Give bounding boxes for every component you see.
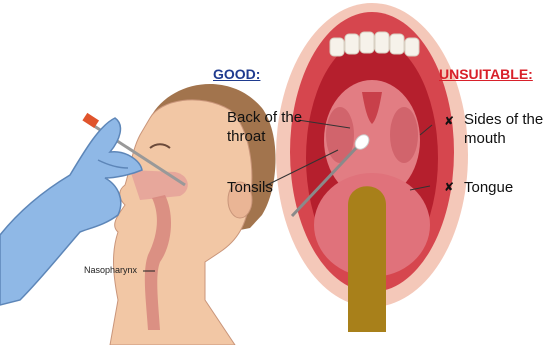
good-heading: GOOD: [213, 66, 260, 82]
label-tonsils: Tonsils [227, 178, 273, 197]
unsuitable-heading: UNSUITABLE: [439, 66, 533, 82]
cross-mark-icon: ✘ [444, 180, 454, 194]
tongue-depressor [348, 186, 386, 332]
label-tongue: Tongue [464, 178, 513, 197]
label-back-of-throat: Back of the throat [227, 108, 302, 146]
cross-mark-icon: ✘ [444, 114, 454, 128]
label-nasopharynx: Nasopharynx [84, 265, 137, 275]
label-sides-of-mouth: Sides of the mouth [464, 110, 543, 148]
tonsil-right [390, 107, 418, 163]
